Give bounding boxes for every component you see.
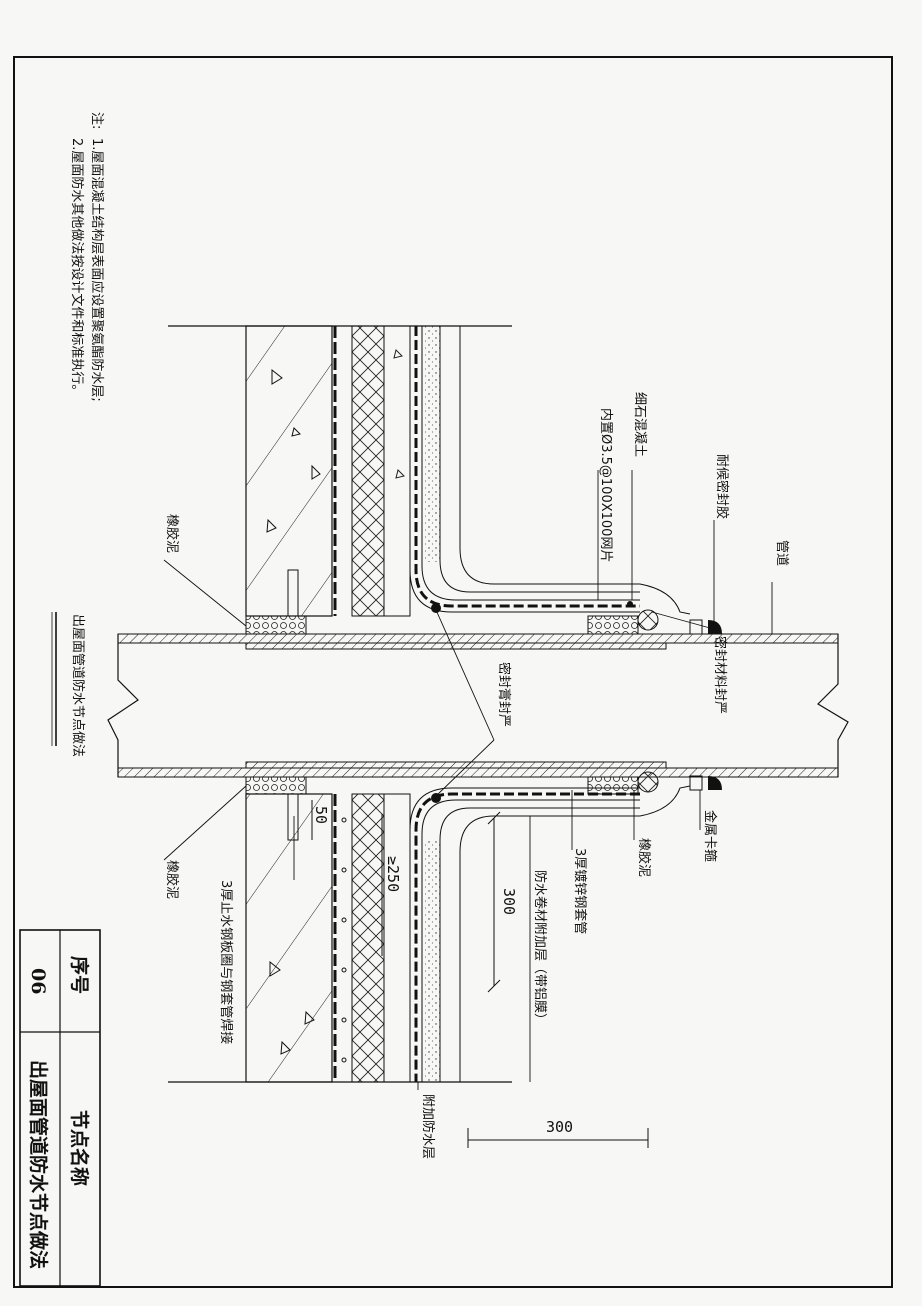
dim-50: 50 xyxy=(312,806,330,824)
label-rubber-mid: 橡胶泥 xyxy=(636,838,652,877)
title-seq-value: 06 xyxy=(27,968,49,994)
note-1: 1.屋面混凝土结构层表面应设置聚氨酯防水层; xyxy=(89,138,105,402)
label-title-underlined: 出屋面管道防水节点做法 xyxy=(70,614,86,757)
roof-section-top xyxy=(168,325,722,635)
dim-250: ≥250 xyxy=(384,856,402,892)
leader-lines xyxy=(163,470,773,1090)
title-name-value: 出屋面管道防水节点做法 xyxy=(27,1060,50,1269)
label-extra-layer: 防水卷材附加层（带铝膜） xyxy=(532,870,548,1026)
label-mesh: 内置Ø3.5@100X100网片 xyxy=(598,408,614,562)
roof-section-bottom xyxy=(168,771,722,1083)
notes: 注: 1.屋面混凝土结构层表面应设置聚氨酯防水层; 2.屋面防水其他做法按设计文… xyxy=(69,112,105,402)
label-rubber-bottom: 橡胶泥 xyxy=(164,860,180,899)
labels: 管道 耐候密封胶 细石混凝土 内置Ø3.5@100X100网片 橡胶泥 密封材料… xyxy=(51,392,789,1159)
label-seal-paste: 密封膏封严 xyxy=(496,662,512,727)
label-galv-sleeve: 3厚镀锌钢套管 xyxy=(572,848,588,934)
dim-300-vertical: 300 xyxy=(500,888,518,915)
sheet-border xyxy=(13,56,893,1288)
label-extra-waterproof: 附加防水层 xyxy=(420,1094,436,1159)
dimensions xyxy=(311,800,649,1148)
title-name-label: 节点名称 xyxy=(68,1110,91,1186)
title-seq-label: 序号 xyxy=(68,956,91,994)
label-sealant: 耐候密封胶 xyxy=(714,454,730,519)
label-fine-concrete: 细石混凝土 xyxy=(632,392,648,457)
label-seal-fill: 密封材料封严 xyxy=(712,636,728,714)
note-prefix: 注: xyxy=(89,112,104,129)
title-block xyxy=(19,929,101,1287)
label-water-stop: 3厚止水钢板圈与钢套管焊接 xyxy=(218,880,234,1044)
note-2: 2.屋面防水其他做法按设计文件和标准执行。 xyxy=(69,138,85,397)
label-pipe: 管道 xyxy=(774,540,789,566)
pipe xyxy=(107,633,849,778)
label-metal-clamp: 金属卡箍 xyxy=(702,810,718,862)
label-rubber-top: 橡胶泥 xyxy=(164,514,180,553)
dim-300-horizontal: 300 xyxy=(546,1118,573,1136)
